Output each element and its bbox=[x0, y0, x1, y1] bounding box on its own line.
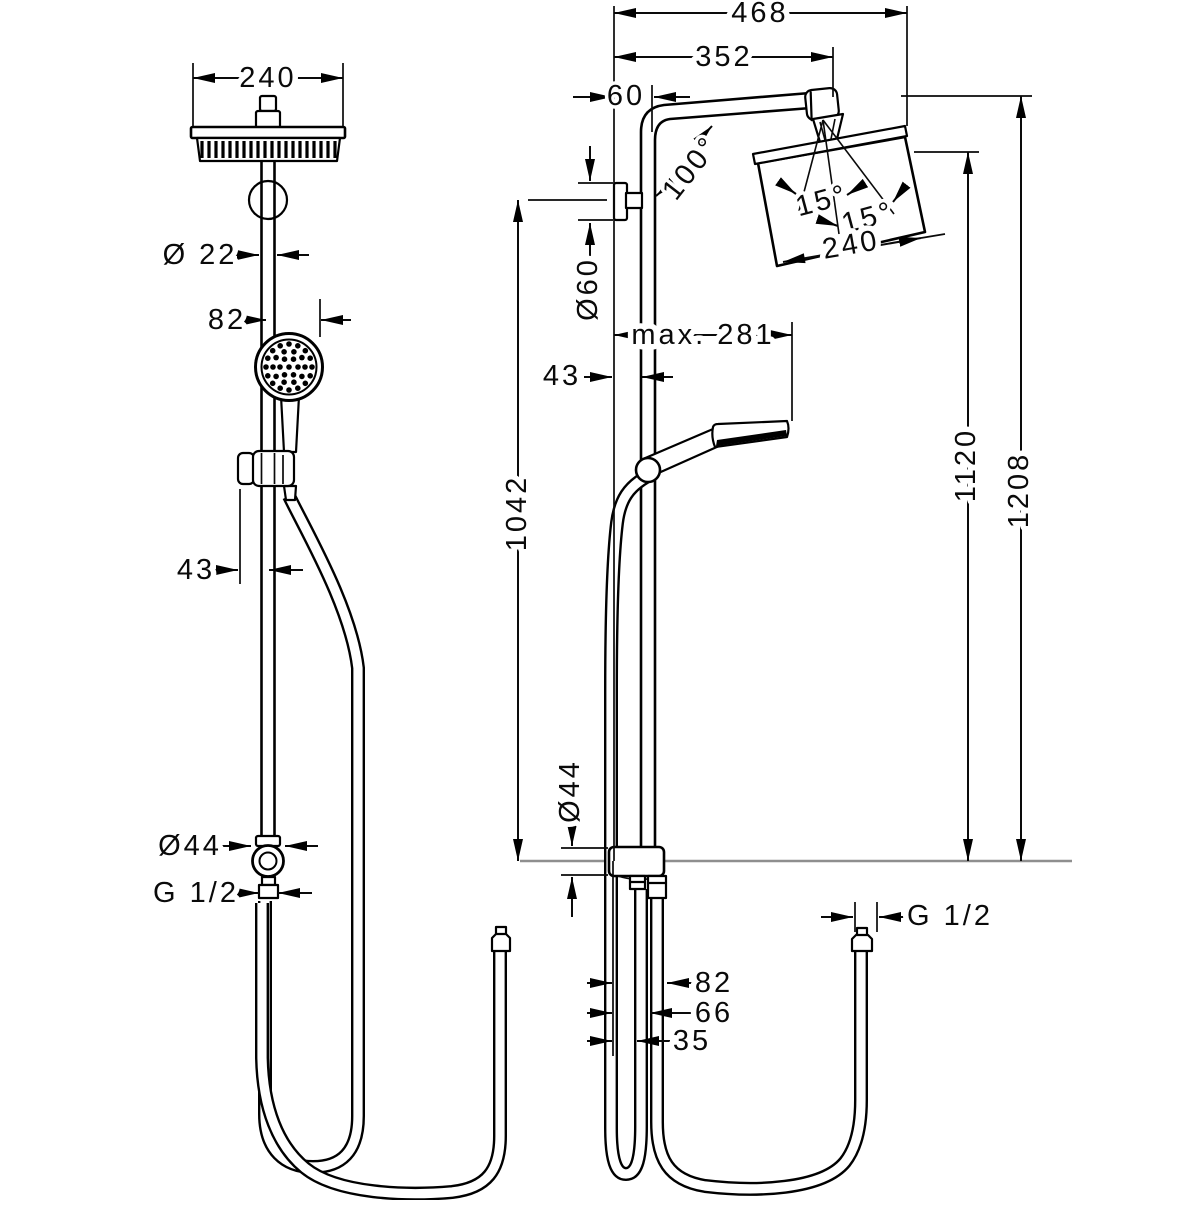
dim-reach-hand-shower-max: max. 281 bbox=[631, 319, 774, 351]
dim-reach-total: 468 bbox=[731, 0, 788, 29]
dim-height-bracket-to-outlet: 1042 bbox=[501, 475, 533, 552]
shower-rail-pipe bbox=[260, 159, 276, 847]
dim-reach-arm: 352 bbox=[695, 41, 752, 73]
dim-wall-union-diameter: Ø44 bbox=[158, 830, 222, 862]
holder-knob bbox=[236, 451, 256, 486]
dim-height-head: 1120 bbox=[950, 428, 982, 502]
dim-hose-depth-outer: 82 bbox=[695, 967, 733, 999]
dim-wall-clearance: 60 bbox=[607, 80, 645, 112]
dim-thread-front: G 1/2 bbox=[153, 877, 239, 909]
outlet-union-body bbox=[607, 845, 666, 878]
union-nipple bbox=[260, 875, 277, 887]
front-view: 240 Ø 22 82 43 Ø44 G 1/2 bbox=[148, 57, 512, 1201]
dim-hose-thread: G 1/2 bbox=[907, 900, 993, 932]
dim-escutcheon-diameter: Ø60 bbox=[572, 257, 604, 321]
wall-bracket bbox=[612, 181, 644, 222]
outlet-nipple-2 bbox=[646, 874, 668, 900]
overhead-shower-side bbox=[751, 124, 927, 268]
rail-slider-holder bbox=[236, 449, 296, 488]
dim-height-total: 1208 bbox=[1003, 452, 1035, 529]
dimensions-side: 468 352 60 100° 15° 15° bbox=[496, 0, 1041, 1063]
dim-hose-depth-mid: 66 bbox=[695, 997, 733, 1029]
side-view: 468 352 60 100° 15° 15° bbox=[496, 0, 1072, 1196]
shower-pipe-side bbox=[639, 91, 813, 849]
dim-pipe-diameter: Ø 22 bbox=[163, 239, 238, 271]
supply-hose bbox=[255, 903, 512, 1201]
hose-connector-cap-side bbox=[850, 933, 874, 953]
shower-head-body bbox=[195, 136, 342, 163]
holder-pivot bbox=[634, 456, 662, 484]
holder-body bbox=[251, 449, 296, 488]
outlet-box bbox=[607, 845, 668, 900]
dim-union-diameter: Ø44 bbox=[554, 759, 586, 823]
dim-wall-to-pipe: 43 bbox=[543, 360, 581, 392]
supply-hose-side bbox=[650, 898, 874, 1196]
hose-connector-cap bbox=[490, 932, 512, 953]
hand-shower bbox=[254, 332, 324, 502]
dim-hand-shower-offset: 82 bbox=[208, 304, 246, 336]
hand-shower-side bbox=[634, 419, 790, 484]
bracket-arm bbox=[624, 191, 644, 210]
dim-holder-offset: 43 bbox=[177, 554, 215, 586]
overhead-shower bbox=[189, 94, 347, 163]
hand-shower-hose bbox=[258, 492, 365, 1175]
dim-arm-angle: 100° bbox=[656, 130, 726, 206]
hand-shower-hose-side bbox=[604, 470, 650, 1182]
spray-nozzles bbox=[263, 341, 315, 393]
head-plate-side bbox=[751, 124, 909, 166]
ceiling-escutcheon-ring bbox=[247, 179, 289, 221]
union-flange bbox=[251, 844, 285, 878]
arm-joint bbox=[804, 87, 845, 144]
spray-ribs bbox=[200, 141, 337, 158]
dim-head-width: 240 bbox=[239, 62, 296, 94]
dim-hose-depth-inner: 35 bbox=[673, 1025, 711, 1057]
dimensions-front: 240 Ø 22 82 43 Ø44 G 1/2 bbox=[148, 57, 351, 915]
arm-connector-icon bbox=[258, 94, 278, 113]
shower-head-plate bbox=[189, 125, 347, 140]
wall-union bbox=[251, 834, 285, 900]
hand-shower-handle bbox=[279, 394, 301, 454]
